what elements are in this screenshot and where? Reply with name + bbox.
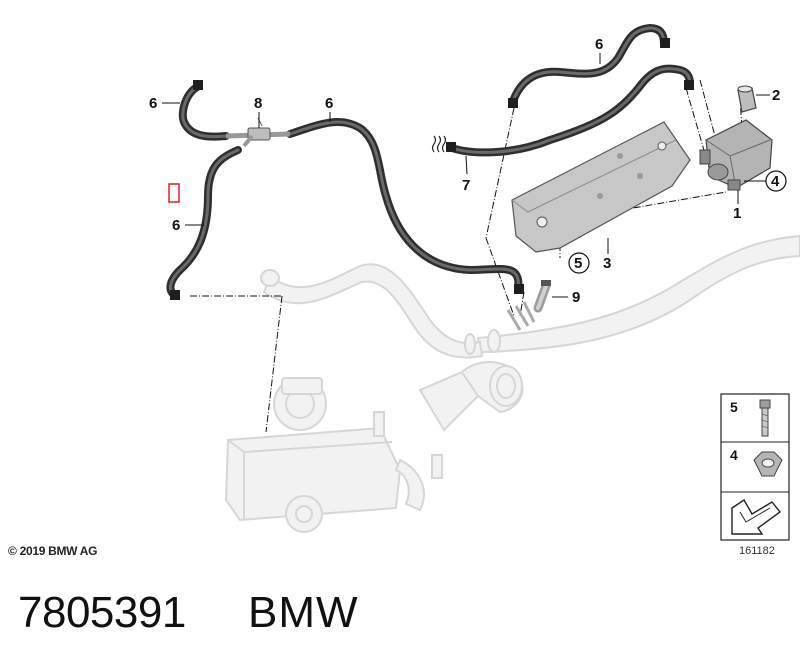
fastener-inset: 5 4 [720,393,790,541]
callout-6-left: 6 [172,217,180,234]
callout-3: 3 [603,255,611,272]
ghost-background-parts [224,234,800,533]
direction-arrow-icon [731,499,782,535]
wave-mark-icon [431,135,447,153]
callout-4: 4 [771,173,780,190]
footer-part-number: 7805391 [18,588,186,637]
hose-group [166,24,694,300]
sleeve-cap[interactable] [737,85,757,113]
hex-nut-icon [753,451,783,477]
footer-brand: BMW [248,588,359,637]
junction-pipes [506,301,536,331]
callout-6-upper-left: 6 [149,95,157,112]
callout-6-upper-mid: 6 [325,95,333,112]
hose-top-right[interactable] [508,24,668,108]
callout-2: 2 [772,87,780,104]
mounting-bracket[interactable] [511,121,691,253]
callout-1: 1 [733,205,741,222]
hose-upper-right[interactable] [286,118,523,294]
figure-number: 161182 [739,545,775,557]
callout-9: 9 [572,289,580,306]
callout-5: 5 [574,255,582,272]
callout-labels: 6 8 6 6 6 7 2 4 1 3 5 9 [149,36,787,306]
callout-6-top: 6 [595,36,603,53]
copyright-text: © 2019 BMW AG [8,544,98,558]
callout-7: 7 [462,177,470,194]
callout-8: 8 [254,95,262,112]
t-connector[interactable] [225,117,291,148]
inset-nut-number: 4 [730,447,738,463]
small-tube-part[interactable] [533,280,551,313]
highlight-marker[interactable] [168,183,180,203]
inset-bolt-number: 5 [730,399,738,415]
bolt-icon [759,399,771,437]
pressure-transducer[interactable] [699,119,773,191]
